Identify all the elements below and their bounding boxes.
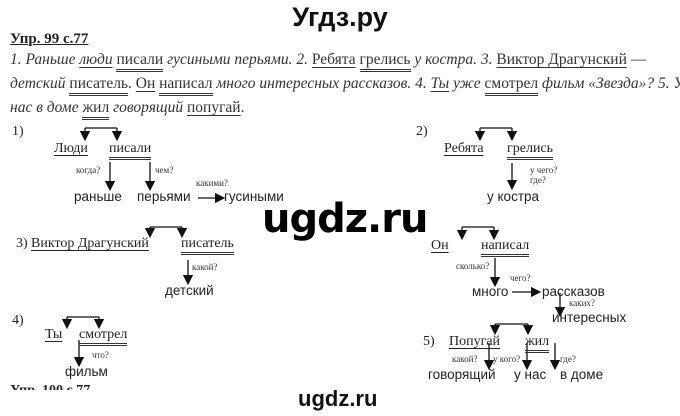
d3b-q-which: каких? [569,298,595,308]
d3-predicate: писатель [181,236,234,255]
watermark-bottom: ugdz.ru [298,386,378,411]
d3b-subject: Он [431,238,449,253]
sentence-line-3: нас в доме жил говорящий попугай. [10,99,245,120]
d3b-predicate: написал [481,238,530,257]
diagram-4-number: 4) [12,313,24,328]
sentence-segment: попугай [186,99,241,116]
d5-q-where: где? [560,354,576,364]
d1-predicate: писали [109,141,152,160]
sentence-segment: Ребята [311,51,356,68]
sentence-segment: . [240,99,245,116]
d5-w-where: в доме [560,367,604,382]
watermark-center: ugdz.ru [262,196,428,242]
sentence-line-2: детский писатель. Он написал много интер… [10,75,680,96]
next-exercise-cutoff: Упр. 100 с.77 [10,384,90,390]
sentence-segment: гусиными перьями. 2. [163,51,312,68]
sentence-segment: нас в доме [10,99,83,116]
d5-q-which: какой? [452,354,478,364]
sentence-segment: смотрел [484,75,539,96]
sentence-segment: говорящий [109,99,187,116]
d3b-w-what: рассказов [542,284,605,299]
sentence-segment: — [626,51,647,68]
sentence-segment: Он [135,75,156,92]
d4-subject: Ты [45,327,63,342]
d1-w-what: перьями [137,189,191,204]
d4-q-what: что? [92,350,109,360]
d5-q-whom: у кого? [493,354,521,364]
d2-subject: Ребята [444,141,484,156]
d3b-w-which: интересных [552,310,627,325]
sentence-segment: написал [159,75,213,96]
sentence-segment: . [128,75,136,92]
d2-w-where: у костра [487,189,540,204]
d3-subject: Виктор Драгунский [31,236,149,251]
d1-w-when: раньше [74,189,122,204]
d3-w-which: детский [165,283,214,298]
sentence-segment: Виктор Драгунский [496,51,627,68]
diagram-5-number: 5) [423,334,435,349]
sentence-segment: уже [449,75,485,92]
d1-q-what: чем? [155,165,174,175]
d3b-q-howmany: сколько? [456,261,490,271]
site-title: Угдз.ру [292,2,388,32]
d5-w-which: говорящий [428,367,496,382]
sentence-segment: детский [10,75,70,92]
d5-predicate: жил [525,334,550,353]
d1-q-which: какими? [196,178,228,188]
exercise-title: Упр. 99 с.77 [10,31,89,47]
d2-q-where-1: у чего? [530,165,558,175]
d4-predicate: смотрел [79,327,128,346]
d5-w-whom: у нас [514,367,547,382]
sentence-segment: фильм «Звезда»? 5. У [538,75,680,92]
d5-subject: Попугай [449,334,501,349]
d3b-q-what: чего? [510,273,531,283]
sentence-segment: 1. Раньше [10,51,80,68]
diagram-1-number: 1) [12,124,24,139]
d1-subject: Люди [54,141,88,156]
d1-w-which: гусиными [224,189,284,204]
d1-q-when: когда? [76,165,101,175]
d3-q-which: какой? [192,262,218,272]
sentence-segment: грелись [359,51,411,72]
d4-w-what: фильм [65,364,108,379]
d2-predicate: грелись [507,141,554,160]
sentence-line-1: 1. Раньше люди писали гусиными перьями. … [10,51,647,72]
diagram-2-number: 2) [416,124,428,139]
sentence-segment: у костра. 3. [410,51,497,68]
sentence-segment: Ты [430,75,450,92]
diagram-3-number: 3) [16,236,28,251]
d3b-w-howmany: много [472,284,509,299]
sentence-segment: писатель [69,75,129,96]
sentence-segment: писали [116,51,164,72]
sentence-segment: много интересных рассказов. 4. [212,75,431,92]
sentence-segment: люди [79,51,113,68]
sentence-segment: жил [82,99,110,120]
d2-q-where-2: где? [530,175,546,185]
